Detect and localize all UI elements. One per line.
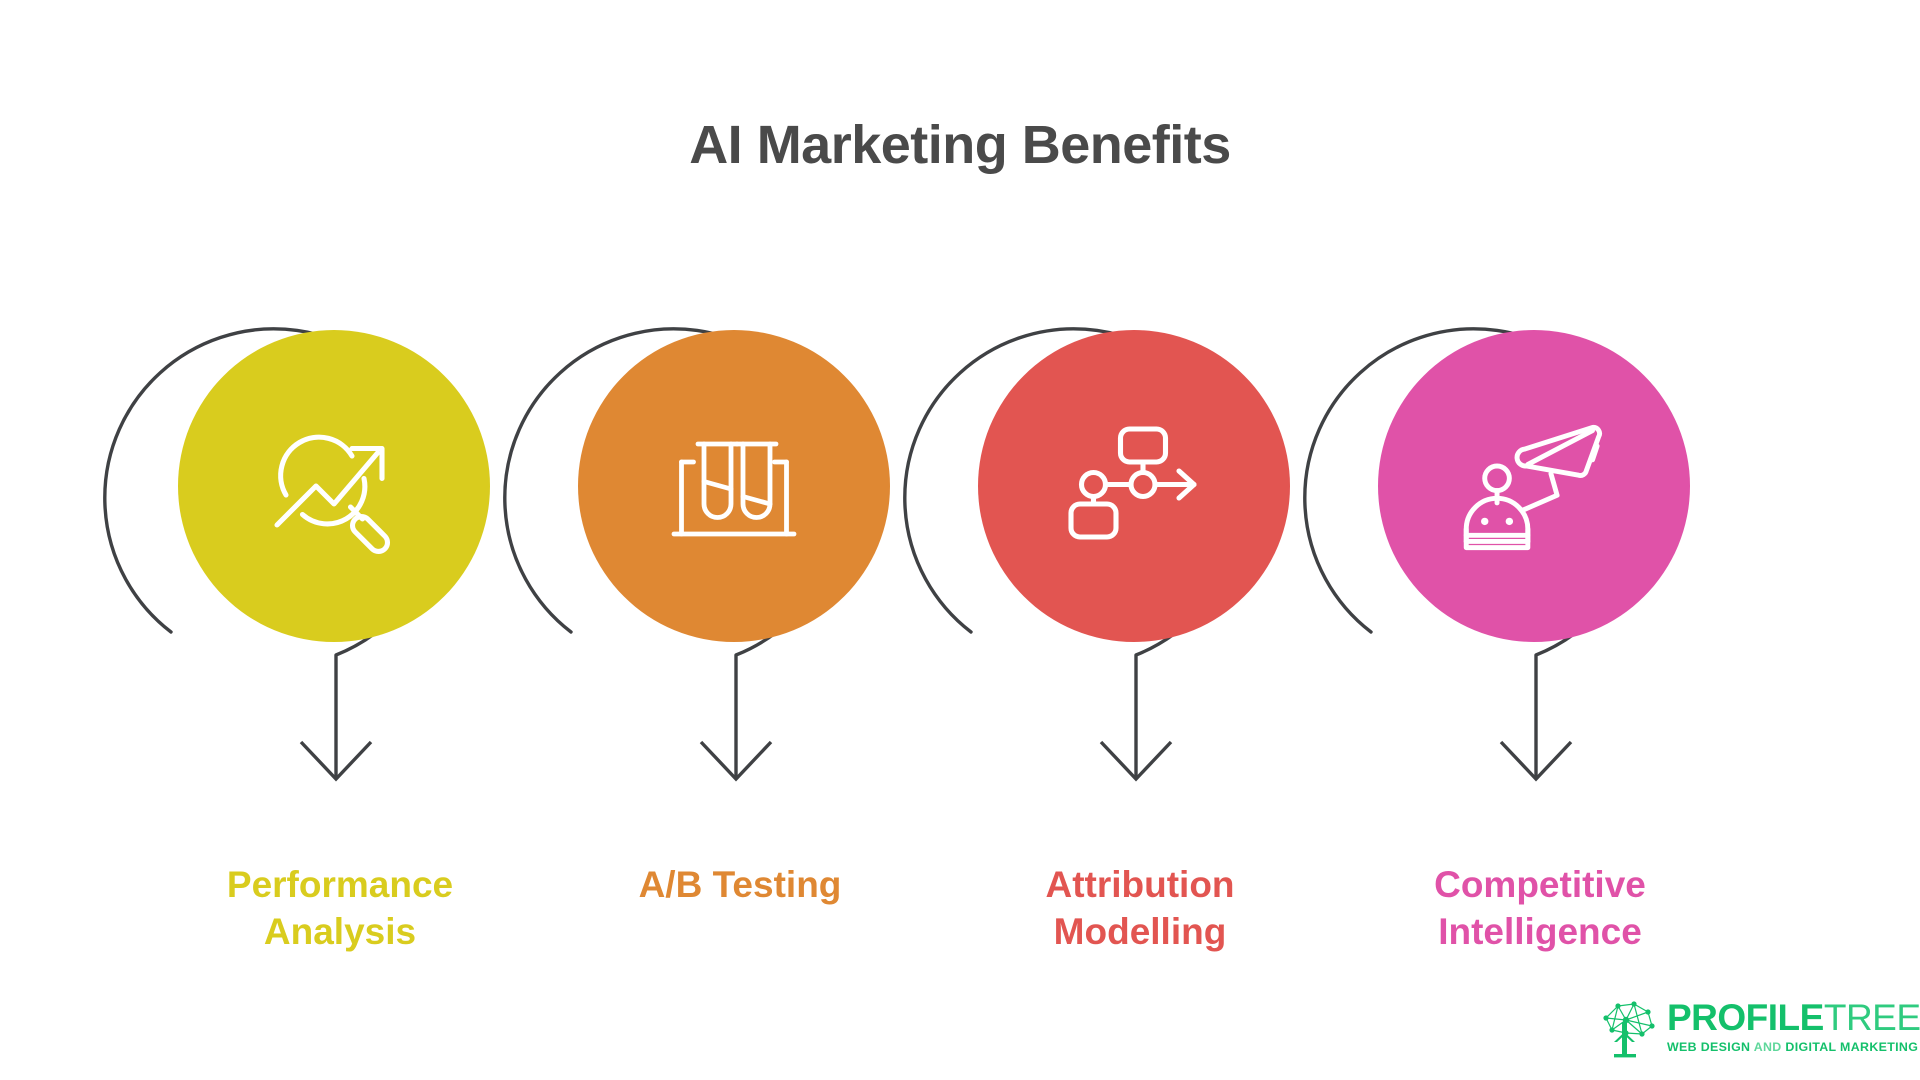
label-line-1: A/B Testing bbox=[638, 864, 842, 905]
network-tree-icon bbox=[1598, 1000, 1660, 1063]
benefit-card-attribution-modelling[interactable] bbox=[903, 272, 1340, 832]
label-line-1: Performance bbox=[226, 864, 454, 905]
profiletree-logo[interactable]: PROFILETREE WEB DESIGN AND DIGITAL MARKE… bbox=[1598, 997, 1920, 1063]
logo-tagline-part-2: AND bbox=[1753, 1039, 1786, 1054]
benefit-label-attribution-modelling: Attribution Modelling bbox=[940, 862, 1340, 956]
logo-word-profile: PROFILE bbox=[1667, 997, 1824, 1038]
logo-text-block: PROFILETREE WEB DESIGN AND DIGITAL MARKE… bbox=[1667, 997, 1920, 1054]
label-line-1: Attribution bbox=[1045, 864, 1235, 905]
benefit-disc bbox=[578, 330, 890, 642]
benefit-disc bbox=[1378, 330, 1690, 642]
benefit-disc bbox=[978, 330, 1290, 642]
flowchart-nodes-arrow-icon bbox=[978, 330, 1290, 642]
benefit-label-row: Performance Analysis A/B Testing Attribu… bbox=[140, 862, 1800, 956]
logo-tagline-part-3: DIGITAL MARKETING bbox=[1785, 1039, 1919, 1054]
label-line-2: Intelligence bbox=[1438, 910, 1642, 952]
benefit-card-row bbox=[103, 272, 1800, 832]
logo-tagline-part-1: WEB DESIGN bbox=[1667, 1039, 1754, 1054]
test-tubes-rack-icon bbox=[578, 330, 890, 642]
benefit-label-ab-testing: A/B Testing bbox=[540, 862, 940, 956]
label-line-2: Analysis bbox=[263, 910, 417, 952]
logo-word-tree: TREE bbox=[1823, 997, 1920, 1038]
benefit-label-performance-analysis: Performance Analysis bbox=[140, 862, 540, 956]
robot-surveillance-camera-icon bbox=[1378, 330, 1690, 642]
benefit-card-ab-testing[interactable] bbox=[503, 272, 940, 832]
benefit-disc bbox=[178, 330, 490, 642]
benefit-card-performance-analysis[interactable] bbox=[103, 272, 540, 832]
benefit-label-competitive-intelligence: Competitive Intelligence bbox=[1340, 862, 1740, 956]
magnifier-trend-arrow-icon bbox=[178, 330, 490, 642]
label-line-1: Competitive bbox=[1434, 864, 1646, 905]
page-title: AI Marketing Benefits bbox=[689, 115, 1231, 175]
logo-tagline: WEB DESIGN AND DIGITAL MARKETING bbox=[1667, 1040, 1920, 1054]
logo-wordmark: PROFILETREE bbox=[1667, 997, 1920, 1038]
label-line-2: Modelling bbox=[1053, 910, 1227, 952]
benefit-card-competitive-intelligence[interactable] bbox=[1303, 272, 1740, 832]
